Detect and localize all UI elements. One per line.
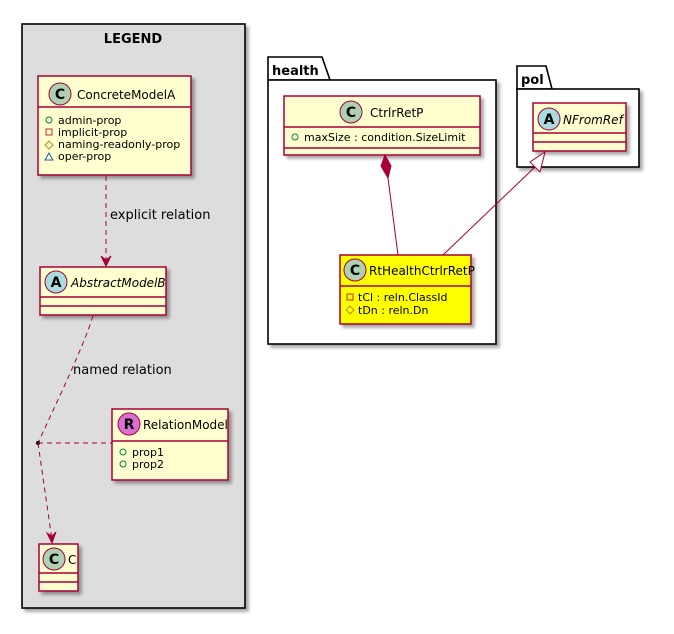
class-name: RtHealthCtrlrRetP xyxy=(369,264,475,278)
stereotype-letter: R xyxy=(124,417,135,433)
generalization-arrow-head xyxy=(529,150,546,173)
rt-health-ctrlr-ret-p-class[interactable]: C RtHealthCtrlrRetP tCl : reln.ClassId t… xyxy=(339,254,475,325)
attribute: prop2 xyxy=(132,458,164,471)
class-name: NFromRef xyxy=(563,113,625,127)
package-name: health xyxy=(272,64,319,79)
class-name: CtrlrRetP xyxy=(370,106,423,120)
class-name: ConcreteModelA xyxy=(77,88,176,102)
ctrlr-ret-p-class[interactable]: C CtrlrRetP maxSize : condition.SizeLimi… xyxy=(283,95,481,156)
stereotype-letter: C xyxy=(49,552,59,568)
c-class[interactable]: C C xyxy=(38,543,79,592)
explicit-relation: explicit relation xyxy=(100,176,210,268)
class-stereotype-icon xyxy=(339,100,363,124)
class-stereotype-icon xyxy=(42,547,66,571)
attribute: tDn : reln.Dn xyxy=(358,304,428,317)
public-icon xyxy=(119,460,127,468)
named-relation-label: named relation xyxy=(73,363,172,378)
composition-relation xyxy=(380,153,399,256)
class-stereotype-icon xyxy=(343,258,367,282)
nfromref-class[interactable]: A NFromRef xyxy=(532,102,627,152)
arrow-head xyxy=(45,531,57,545)
explicit-relation-label: explicit relation xyxy=(110,208,210,223)
class-name: RelationModel xyxy=(143,418,228,432)
attribute: admin-prop xyxy=(58,114,121,127)
abstract-model-b-class[interactable]: A AbstractModelB xyxy=(39,266,167,316)
public-icon xyxy=(119,448,127,456)
named-relation: named relation xyxy=(36,315,172,545)
abstract-stereotype-icon xyxy=(537,107,561,131)
stereotype-letter: C xyxy=(350,263,360,279)
package-icon xyxy=(44,151,54,161)
concrete-model-a-class[interactable]: C ConcreteModelA admin-prop implicit-pro… xyxy=(37,75,192,176)
relation-stereotype-icon xyxy=(117,412,141,436)
stereotype-letter: C xyxy=(346,105,356,121)
attribute: implicit-prop xyxy=(58,126,127,139)
composition-diamond xyxy=(380,153,392,180)
relation-model-class[interactable]: R RelationModel prop1 prop2 xyxy=(111,408,229,481)
attribute: oper-prop xyxy=(58,150,111,163)
class-name: AbstractModelB xyxy=(70,276,166,290)
stereotype-letter: C xyxy=(55,87,65,103)
protected-icon xyxy=(44,140,54,150)
class-name: C xyxy=(68,553,76,567)
legend-title: LEGEND xyxy=(104,32,163,47)
stereotype-letter: A xyxy=(51,275,62,291)
private-icon xyxy=(346,293,354,301)
stereotype-letter: A xyxy=(544,112,555,128)
package-name: pol xyxy=(521,73,544,88)
public-icon xyxy=(45,116,53,124)
attribute: prop1 xyxy=(132,446,164,459)
attribute: tCl : reln.ClassId xyxy=(358,291,448,304)
attribute: maxSize : condition.SizeLimit xyxy=(304,131,466,144)
protected-icon xyxy=(345,305,355,315)
generalization-relation xyxy=(442,150,546,256)
public-icon xyxy=(291,133,299,141)
abstract-stereotype-icon xyxy=(44,270,68,294)
attribute: naming-readonly-prop xyxy=(58,138,180,151)
arrow-head xyxy=(100,255,112,268)
private-icon xyxy=(45,128,53,136)
class-stereotype-icon xyxy=(48,82,72,106)
